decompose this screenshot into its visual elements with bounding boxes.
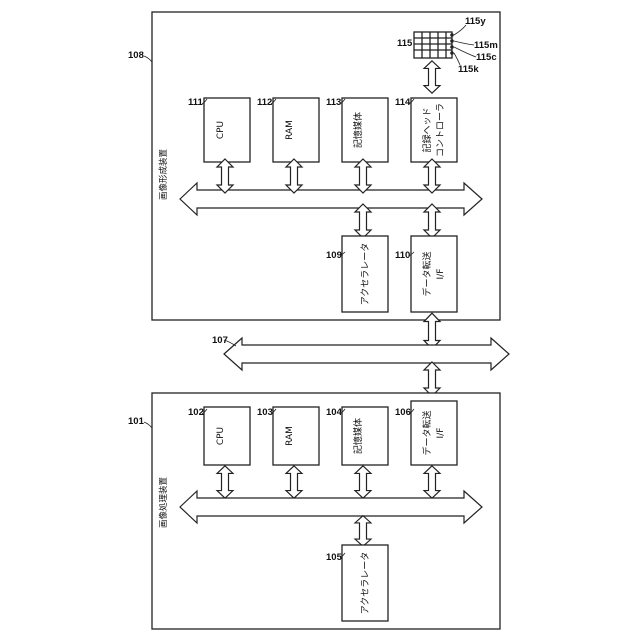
ref-115k: 115k — [458, 64, 479, 75]
ref-104: 104 — [326, 407, 343, 418]
ref-113: 113 — [326, 97, 341, 108]
ref-115m: 115m — [474, 40, 498, 51]
upper-head-controller-block — [411, 98, 457, 162]
image-forming-device-title: 画像形成装置 — [158, 148, 169, 200]
image-processing-device-title: 画像処理装置 — [158, 476, 169, 528]
lower-data-transfer-if-block — [411, 401, 457, 465]
lower-cpu-label: CPU — [216, 427, 226, 445]
upper-storage-block — [342, 98, 388, 162]
lower-accelerator-label: アクセラレータ — [360, 552, 371, 615]
ref-108: 108 — [128, 50, 144, 61]
lower-cpu-block — [204, 407, 250, 465]
upper-head-controller-label-1: 記録ヘッド — [421, 107, 433, 152]
lower-xfer-network-arrow — [424, 362, 440, 396]
upper-head-controller-label-2: コントローラ — [435, 103, 446, 157]
lower-storage-label: 記憶媒体 — [352, 418, 364, 454]
ref-111: 111 — [188, 97, 204, 108]
upper-ram-block — [273, 98, 319, 162]
ref-115c: 115c — [476, 52, 497, 63]
upper-ram-label: RAM — [285, 120, 295, 140]
upper-xfer-network-arrow — [424, 313, 440, 349]
ref-103: 103 — [257, 407, 273, 418]
lead-line-101 — [144, 422, 152, 428]
ref-112: 112 — [257, 97, 272, 108]
ref-102: 102 — [188, 407, 204, 418]
ref-114: 114 — [395, 97, 411, 108]
ref-106: 106 — [395, 407, 411, 418]
upper-cpu-block — [204, 98, 250, 162]
lower-ram-block — [273, 407, 319, 465]
lower-storage-block — [342, 407, 388, 465]
ref-110: 110 — [395, 250, 410, 261]
ref-109: 109 — [326, 250, 342, 261]
print-head — [414, 32, 454, 58]
lower-data-transfer-label-1: データ転送 — [421, 410, 433, 455]
ref-115y: 115y — [465, 16, 486, 27]
lower-data-transfer-label-2: I/F — [436, 428, 446, 439]
upper-data-transfer-label-2: I/F — [436, 269, 446, 280]
upper-data-transfer-label-1: データ転送 — [421, 251, 433, 296]
lead-line-108 — [144, 56, 152, 62]
network-bus-107 — [224, 338, 509, 370]
upper-cpu-label: CPU — [216, 121, 226, 139]
ref-115: 115 — [397, 38, 413, 49]
ref-101: 101 — [128, 416, 145, 427]
upper-accelerator-label: アクセラレータ — [360, 243, 371, 306]
lower-ram-label: RAM — [285, 426, 295, 446]
upper-storage-label: 記憶媒体 — [352, 112, 364, 148]
upper-data-transfer-if-block — [411, 236, 457, 312]
